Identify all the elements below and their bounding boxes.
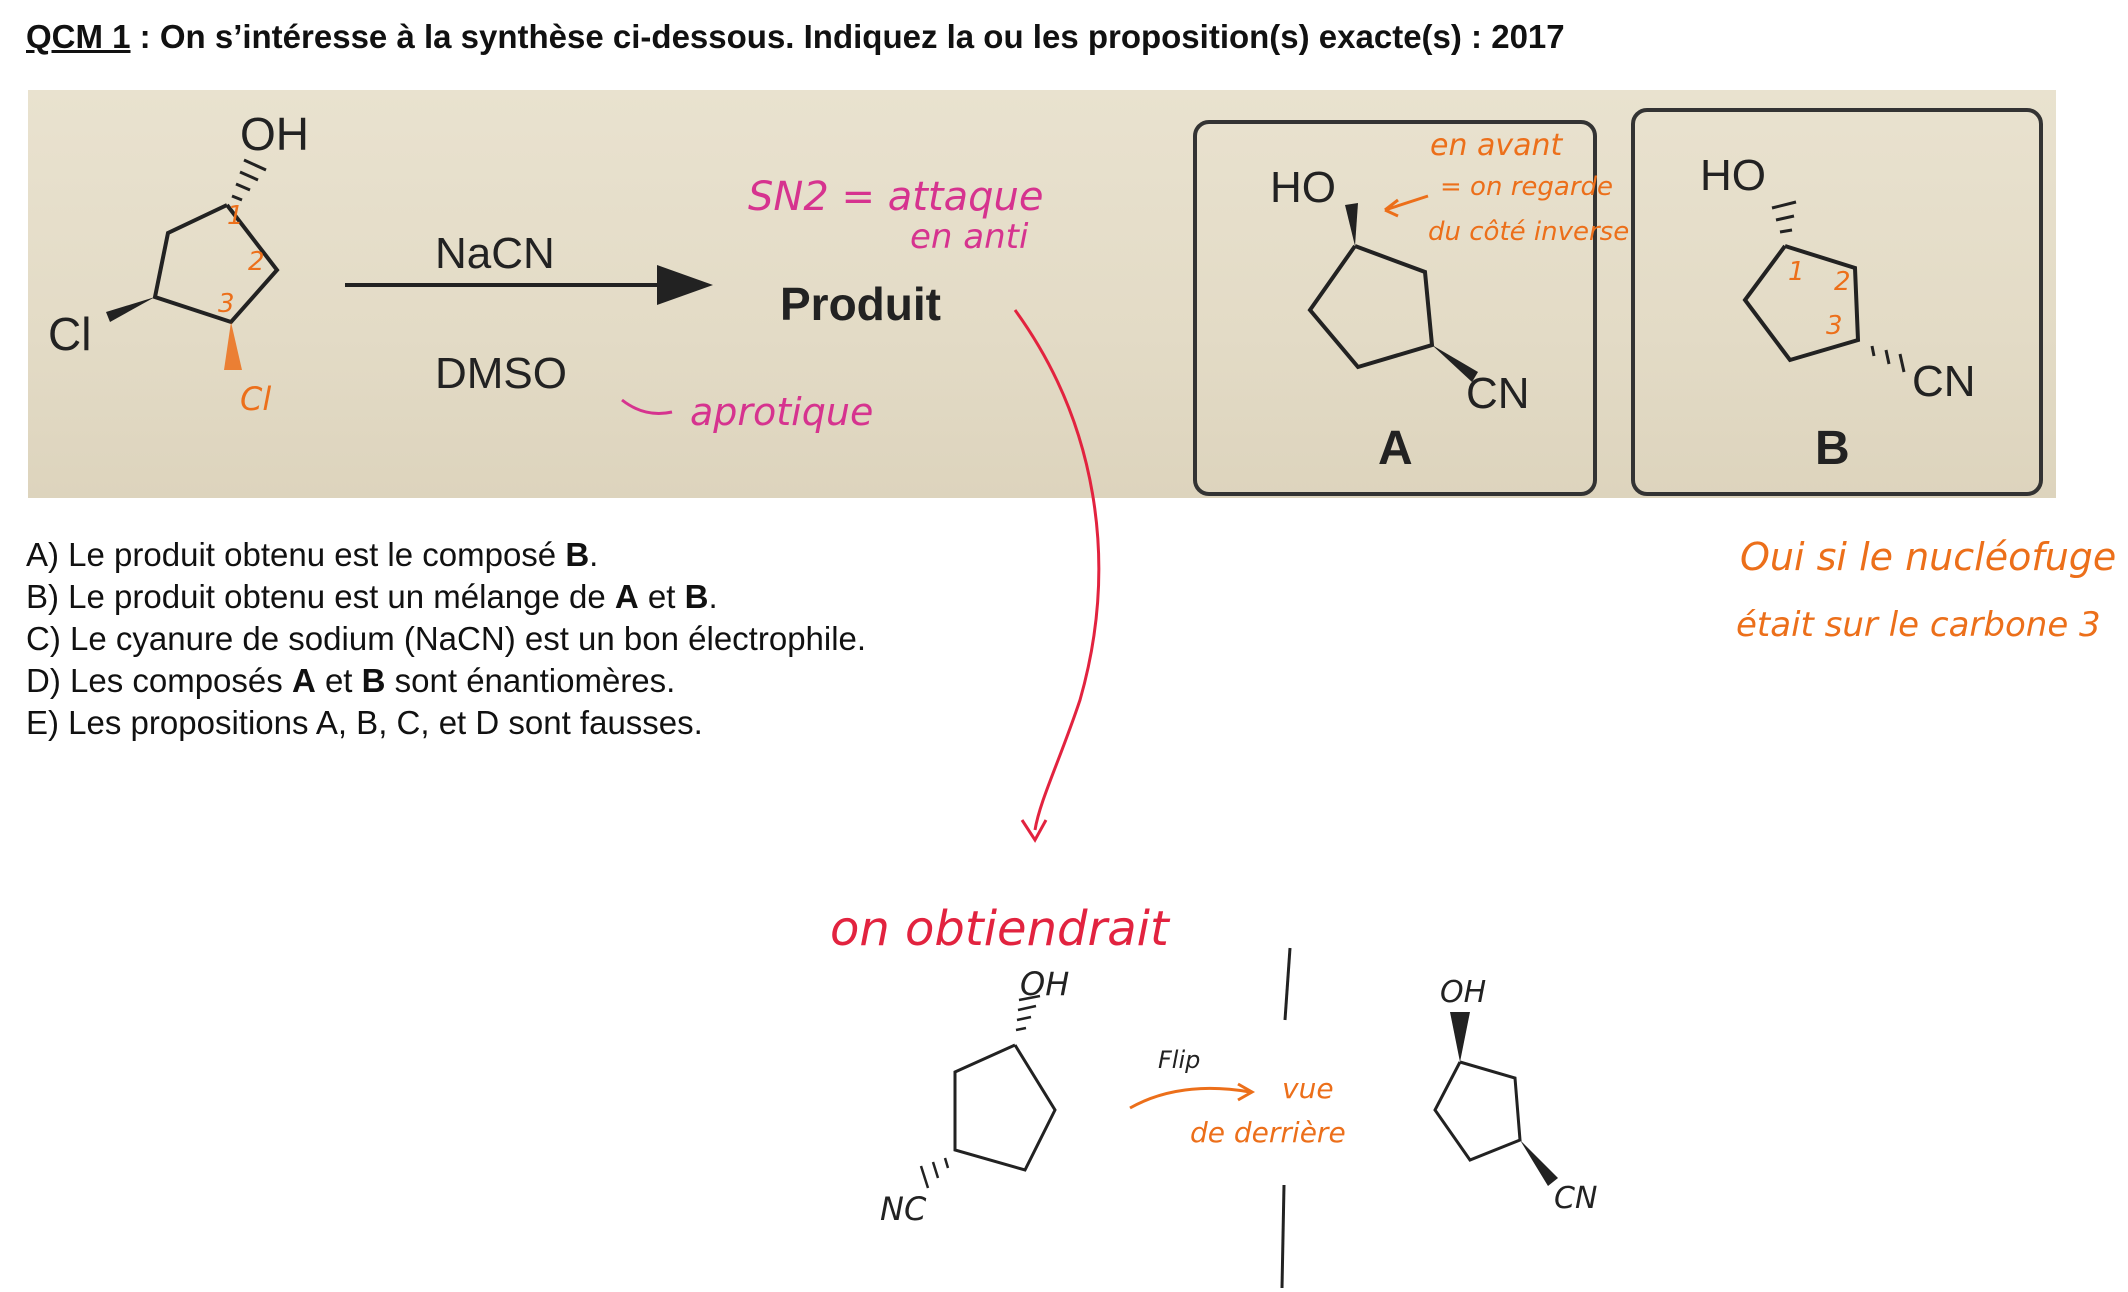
left-product-hash-oh xyxy=(1015,994,1041,1032)
question-text: : On s’intéresse à la synthèse ci-dessou… xyxy=(130,18,1565,55)
note-en-avant-2: = on regarde xyxy=(1440,172,1613,202)
question-number: QCM 1 xyxy=(26,18,131,55)
red-arrowhead xyxy=(1020,819,1048,843)
box-b-ring xyxy=(1742,244,1861,363)
box-b-carbon-3: 3 xyxy=(1826,311,1843,341)
left-product-oh: OH xyxy=(1020,965,1069,1003)
reaction-scheme-photo xyxy=(28,90,2056,498)
note-vue-2: de derrière xyxy=(1190,1116,1346,1149)
note-en-avant-3: du côté inverse xyxy=(1428,217,1629,247)
left-product-hash-nc xyxy=(919,1157,950,1189)
option-e[interactable]: E) Les propositions A, B, C, et D sont f… xyxy=(26,704,703,741)
note-sn2-line1: SN2 = attaque xyxy=(748,174,1043,220)
box-a-wedge-cn xyxy=(1432,345,1478,382)
right-product-oh: OH xyxy=(1440,975,1486,1010)
box-b-label: B xyxy=(1815,422,1850,475)
note-obtiendrait: on obtiendrait xyxy=(830,901,1171,957)
flip-arrow xyxy=(1129,1086,1251,1110)
right-product-ring xyxy=(1433,1060,1522,1162)
product-label: Produit xyxy=(780,278,941,330)
box-b-frame xyxy=(1631,108,2043,496)
reactant-oh-label: OH xyxy=(240,108,309,160)
reactant-carbon-1: 1 xyxy=(227,201,244,231)
note-flip: Flip xyxy=(1158,1046,1200,1074)
box-b-carbon-2: 2 xyxy=(1834,267,1851,297)
left-product-nc: NC xyxy=(880,1190,927,1228)
reactant-hashed-bond xyxy=(231,158,267,202)
reactant-carbon-3: 3 xyxy=(218,289,235,319)
box-a-wedge-oh xyxy=(1345,203,1358,246)
option-d[interactable]: D) Les composés A et B sont énantiomères… xyxy=(26,662,676,699)
mirror-line-bottom xyxy=(1280,1184,1286,1289)
reactant-orange-wedge xyxy=(224,322,242,370)
box-a-ho: HO xyxy=(1270,163,1336,212)
option-a[interactable]: A) Le produit obtenu est le composé B. xyxy=(26,536,599,573)
right-product-cn: CN xyxy=(1554,1181,1597,1216)
note-sn2-line2: en anti xyxy=(910,217,1029,257)
reagent-dmso: DMSO xyxy=(435,349,567,398)
reagent-nacn: NaCN xyxy=(435,229,555,278)
left-product-ring xyxy=(953,1043,1057,1172)
box-a-label: A xyxy=(1378,422,1413,475)
reactant-cl-label: Cl xyxy=(48,308,91,360)
note-aprotique-arrow xyxy=(621,398,673,415)
box-b-carbon-1: 1 xyxy=(1788,257,1805,287)
box-b-cn: CN xyxy=(1912,357,1976,406)
mirror-line-top xyxy=(1283,947,1292,1021)
option-c[interactable]: C) Le cyanure de sodium (NaCN) est un bo… xyxy=(26,620,867,657)
flip-arrowhead xyxy=(1237,1082,1256,1102)
right-product-wedge-oh xyxy=(1450,1012,1470,1062)
right-product-wedge-cn xyxy=(1520,1140,1558,1186)
box-a-cn: CN xyxy=(1466,369,1530,418)
note-oui-1: Oui si le nucléofuge xyxy=(1740,535,2116,579)
box-b-hash-oh xyxy=(1771,200,1797,234)
reactant-carbon-2: 2 xyxy=(248,247,265,277)
note-en-avant-1: en avant xyxy=(1430,128,1564,163)
question-title: QCM 1 : On s’intéresse à la synthèse ci-… xyxy=(26,18,1565,56)
box-a-ring xyxy=(1307,244,1435,370)
reactant-wedge-bond xyxy=(106,297,155,322)
box-b-hash-cn xyxy=(1870,345,1906,373)
option-b[interactable]: B) Le produit obtenu est un mélange de A… xyxy=(26,578,718,615)
note-en-avant-arrow xyxy=(1384,194,1429,218)
note-oui-2: était sur le carbone 3 xyxy=(1736,605,2101,645)
note-aprotique: aprotique xyxy=(690,390,873,434)
answer-options: A) Le produit obtenu est le composé B. B… xyxy=(26,534,866,744)
note-vue-1: vue xyxy=(1282,1072,1334,1105)
box-b-ho: HO xyxy=(1700,151,1766,200)
reactant-molecule xyxy=(152,203,280,325)
reactant-cl-note: Cl xyxy=(240,380,271,418)
box-a-frame xyxy=(1193,120,1597,496)
red-curved-arrow xyxy=(1013,309,1101,831)
